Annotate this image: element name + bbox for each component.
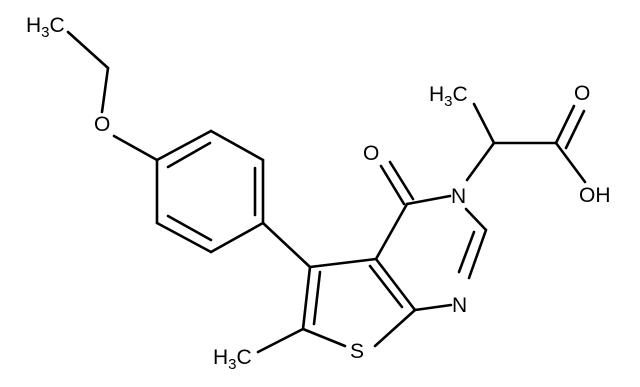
bond-c4-carbonyl-a bbox=[379, 164, 406, 206]
bond-acid-carbonyl-a bbox=[554, 104, 576, 145]
label-ring-n3: N bbox=[451, 185, 466, 208]
bond-ethyl-c-o bbox=[100, 66, 110, 114]
bond-benzene-inner-3 bbox=[166, 214, 213, 242]
bond-thiophene-c6-s bbox=[301, 327, 347, 348]
atom-labels: H3C O O N N S H3C H3C O OH bbox=[26, 14, 611, 373]
bonds bbox=[66, 30, 587, 354]
label-thiophene-sulfur: S bbox=[350, 340, 364, 363]
bond-acid-carbonyl-b bbox=[564, 109, 586, 150]
bond-thiophene-c5-c6 bbox=[301, 265, 312, 331]
label-carbonyl-oxygen: O bbox=[363, 142, 379, 165]
bond-benzene-2 bbox=[209, 129, 265, 162]
bond-thiophene-s-c7a bbox=[373, 308, 417, 348]
label-ring-n1: N bbox=[452, 294, 467, 317]
label-acid-hydroxyl: OH bbox=[579, 184, 611, 207]
label-ether-oxygen: O bbox=[94, 113, 110, 136]
bond-ethyl-c-c bbox=[66, 30, 110, 70]
bond-ch-ch3 bbox=[472, 102, 496, 145]
label-side-ch3: H3C bbox=[429, 83, 468, 110]
bond-n1-c7a bbox=[413, 303, 453, 312]
bond-c4a-c4 bbox=[374, 202, 409, 261]
bond-methyl bbox=[256, 327, 305, 354]
bond-benzene-5 bbox=[155, 221, 213, 254]
bond-c2-n1-inner bbox=[457, 230, 476, 274]
bond-benzene-inner-1 bbox=[166, 141, 212, 169]
bond-benzene-1 bbox=[155, 129, 213, 162]
bond-c4-carbonyl-b bbox=[388, 160, 415, 201]
label-methyl-ch3: H3C bbox=[213, 346, 252, 373]
bond-o-aryl bbox=[112, 134, 159, 162]
bond-c2-n1 bbox=[467, 228, 488, 280]
bond-n3-c2 bbox=[464, 207, 488, 232]
label-ethyl-ch3: H3C bbox=[26, 14, 65, 41]
bond-acid-oh bbox=[554, 141, 587, 184]
bond-benzene-4 bbox=[209, 221, 265, 254]
bond-n3-ch bbox=[465, 141, 496, 182]
bond-thiophene-c7a-c4a-inner bbox=[368, 264, 404, 309]
bond-thiophene-c4a-c5 bbox=[308, 257, 378, 269]
label-acid-oxygen: O bbox=[574, 82, 590, 105]
bond-aryl-thiophene bbox=[261, 221, 312, 269]
bond-thiophene-c5-c6-inner bbox=[312, 270, 322, 326]
bond-thiophene-c7a-c4a bbox=[374, 257, 417, 312]
bond-c4-n3 bbox=[405, 194, 452, 206]
